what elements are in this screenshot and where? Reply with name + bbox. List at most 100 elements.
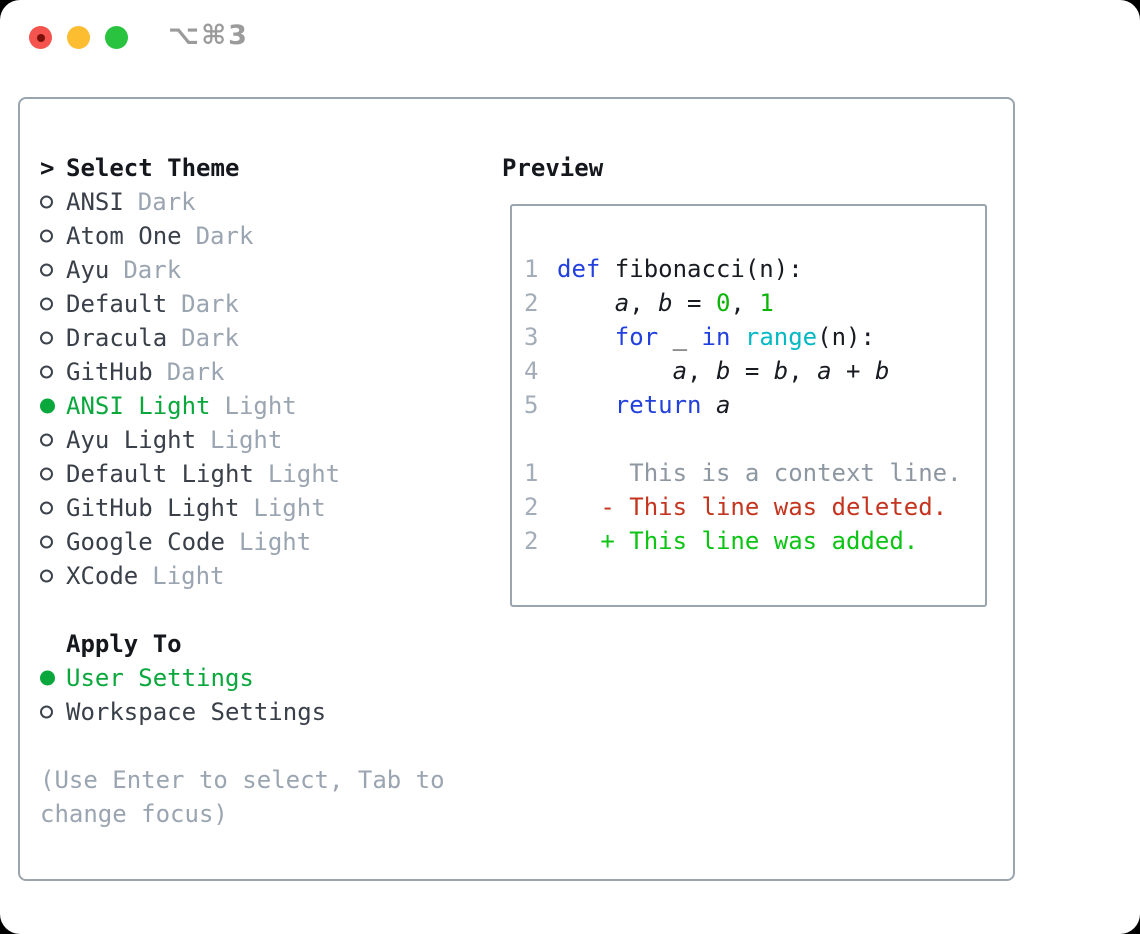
line-number: 5 [524,391,539,419]
theme-variant-tag: Dark [123,256,182,284]
theme-variant-tag: Dark [195,222,254,250]
theme-variant-tag: Light [210,426,283,454]
option-label: ANSI [66,188,124,216]
option-label: Default Light [66,460,254,488]
radio-icon [40,263,53,277]
theme-variant-tag: Light [267,460,341,488]
code-line: 3 for _ in range(n): [524,320,985,354]
code-line: 4 a, b = b, a + b [524,354,985,388]
zoom-button[interactable] [105,26,128,49]
code-line [524,422,985,456]
line-number: 2 [524,527,539,555]
code-line: 5 return a [524,388,985,422]
radio-icon [40,705,53,719]
theme-variant-tag: Dark [166,358,225,386]
option-label: Ayu [66,256,110,284]
line-number: 2 [524,493,539,521]
selected-radio-icon [40,398,55,414]
option-label: XCode [66,562,139,590]
apply-to-header: Apply To [66,630,182,658]
option-label: ANSI Light [66,392,211,420]
theme-option-google-code[interactable]: Google Code Light [40,525,480,559]
minimize-button[interactable] [67,26,90,49]
theme-option-github-light[interactable]: GitHub Light Light [40,491,480,525]
theme-variant-tag: Light [238,528,312,556]
line-number: 4 [524,357,539,385]
line-number: 1 [524,255,539,283]
theme-option-default-light[interactable]: Default Light Light [40,457,480,491]
theme-option-atom-one[interactable]: Atom One Dark [40,219,480,253]
close-button[interactable] [29,26,52,49]
code-line: 1 This is a context line. [524,456,985,490]
code-text: + This line was added. [557,527,919,555]
radio-icon [40,467,53,481]
radio-icon [40,535,53,549]
option-label: Default [66,290,168,318]
code-text: return a [614,391,731,419]
theme-variant-tag: Dark [181,324,239,352]
preview-header: Preview [502,154,604,182]
code-line: 1 def fibonacci(n): [524,252,985,286]
theme-variant-tag: Light [152,562,225,590]
selected-radio-icon [40,670,55,686]
radio-icon [40,297,53,311]
apply-option-user-settings[interactable]: User Settings [40,661,480,695]
line-number: 2 [524,289,539,317]
theme-option-xcode[interactable]: XCode Light [40,559,480,593]
theme-option-default[interactable]: Default Dark [40,287,480,321]
titlebar: ⌥⌘3 [0,0,1140,74]
option-label: Ayu Light [66,426,197,454]
code-text: - This line was deleted. [557,493,948,521]
apply-option-workspace-settings[interactable]: Workspace Settings [40,695,480,729]
apply-to-header-row: Apply To [40,627,480,661]
code-line: 2 + This line was added. [524,524,985,558]
code-text: This is a context line. [557,459,962,487]
radio-icon [40,195,53,209]
option-label: Workspace Settings [66,698,327,726]
theme-option-ayu[interactable]: Ayu Dark [40,253,480,287]
line-number: 3 [524,323,539,351]
code-text: a, b = 0, 1 [614,289,774,317]
theme-option-ayu-light[interactable]: Ayu Light Light [40,423,480,457]
theme-variant-tag: Light [253,494,326,522]
theme-option-ansi[interactable]: ANSI Dark [40,185,480,219]
code-text: def fibonacci(n): [557,255,803,283]
line-number: 1 [524,459,539,487]
option-label: User Settings [66,664,254,692]
code-line: 2 a, b = 0, 1 [524,286,985,320]
focus-caret-icon: > [40,154,55,182]
option-label: Atom One [66,222,182,250]
line-number [524,422,557,456]
close-button-dot-icon [36,33,45,42]
theme-variant-tag: Dark [181,290,239,318]
radio-icon [40,365,53,379]
theme-option-dracula[interactable]: Dracula Dark [40,321,480,355]
option-label: Google Code [66,528,225,556]
window-shortcut-label: ⌥⌘3 [168,20,249,51]
radio-icon [40,569,53,583]
radio-icon [40,501,53,515]
code-text: for _ in range(n): [614,323,875,351]
radio-icon [40,433,53,447]
section-gap [40,593,480,627]
option-label: Dracula [66,324,168,352]
option-label: GitHub Light [66,494,240,522]
theme-variant-tag: Dark [137,188,196,216]
select-theme-header-row: > Select Theme [40,151,480,185]
keyboard-hint: (Use Enter to select, Tab to change focu… [40,766,445,828]
code-text: a, b = b, a + b [672,357,890,385]
select-theme-header: Select Theme [66,154,240,182]
code-line: 2 - This line was deleted. [524,490,985,524]
radio-icon [40,331,53,345]
radio-icon [40,229,53,243]
theme-option-github[interactable]: GitHub Dark [40,355,480,389]
option-label: GitHub [66,358,153,386]
